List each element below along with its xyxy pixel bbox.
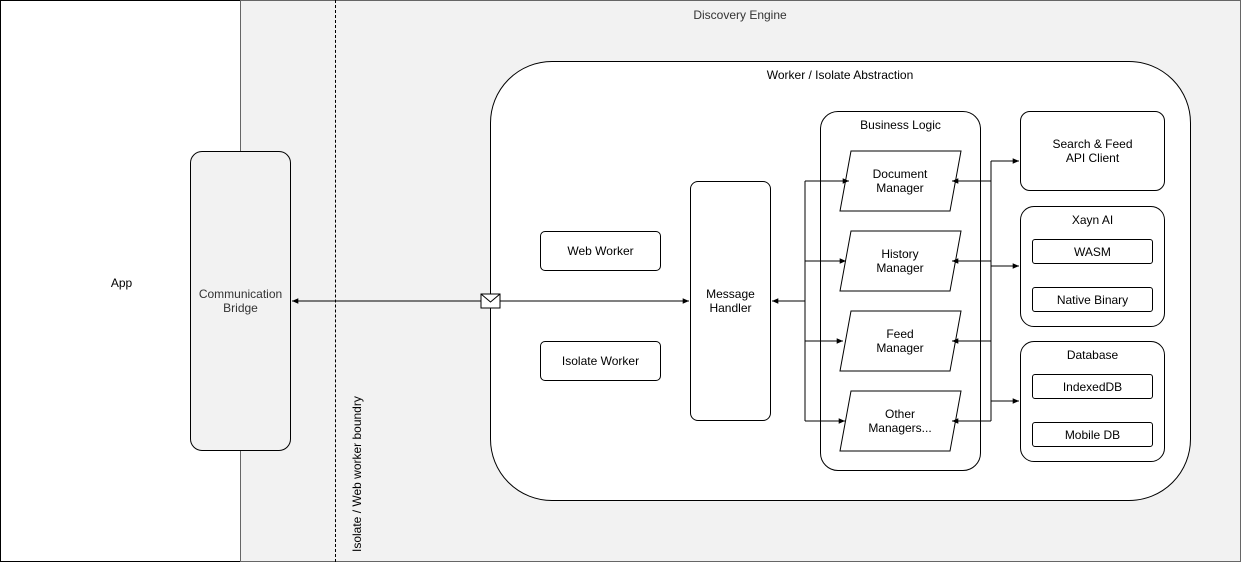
app-label: App xyxy=(110,276,133,290)
envelope-icon xyxy=(480,293,501,309)
indexeddb-box: IndexedDB xyxy=(1032,374,1153,399)
history-manager-label: History Manager xyxy=(876,247,924,275)
native-binary-box: Native Binary xyxy=(1032,287,1153,312)
feed-manager-label: Feed Manager xyxy=(876,327,924,355)
mobile-db-box: Mobile DB xyxy=(1032,422,1153,447)
history-manager-shape xyxy=(839,230,962,292)
api-client-box: Search & Feed API Client xyxy=(1020,111,1165,191)
abstraction-title: Worker / Isolate Abstraction xyxy=(766,68,914,82)
wasm-box: WASM xyxy=(1032,239,1153,264)
communication-bridge: Communication Bridge xyxy=(190,151,291,451)
document-manager-label: Document Manager xyxy=(872,167,928,195)
web-worker-box: Web Worker xyxy=(540,231,661,271)
database-title: Database xyxy=(1066,348,1119,362)
other-managers-shape xyxy=(839,390,962,452)
business-logic-title: Business Logic xyxy=(860,118,941,132)
other-managers-label: Other Managers... xyxy=(868,407,932,435)
feed-manager-shape xyxy=(839,310,962,372)
discovery-engine-title: Discovery Engine xyxy=(693,8,787,22)
document-manager-shape xyxy=(839,150,962,212)
isolate-worker-box: Isolate Worker xyxy=(540,341,661,381)
message-handler: Message Handler xyxy=(690,181,771,421)
xayn-ai-title: Xayn AI xyxy=(1071,213,1114,227)
boundary-line xyxy=(335,0,336,562)
